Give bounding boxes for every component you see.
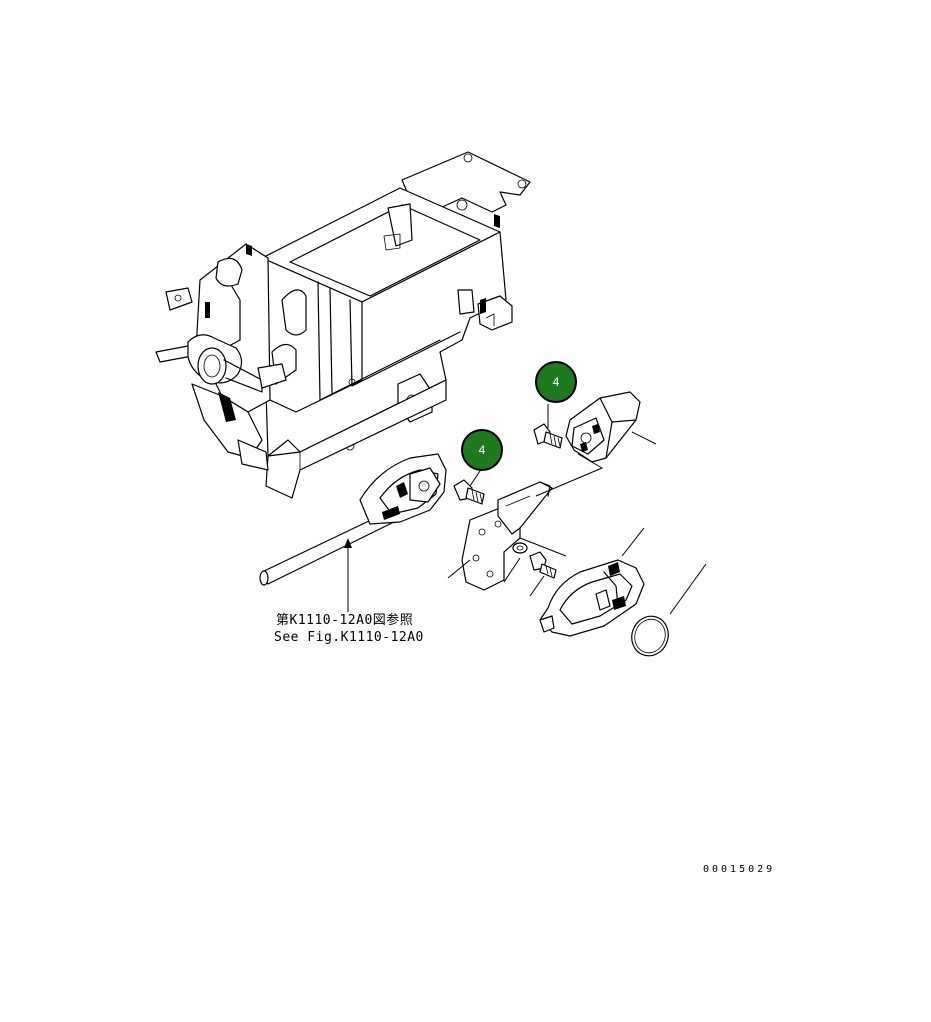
bolt-lower <box>529 551 557 579</box>
control-lever-assembly <box>259 453 447 586</box>
console-frame-assembly <box>155 151 531 499</box>
bolt-item-4-upper <box>533 423 563 449</box>
reference-note-jp: 第K1110-12A0図参照 <box>276 612 413 628</box>
switch-cover <box>565 391 641 463</box>
lever-cover <box>539 559 645 637</box>
callout-number: 4 <box>479 443 486 457</box>
washer <box>512 542 528 554</box>
drawing-number: 00015029 <box>703 864 775 875</box>
o-ring <box>631 615 669 657</box>
bolt-item-4-lower <box>453 479 485 505</box>
callout-bubble-lower: 4 <box>461 429 503 471</box>
callout-number: 4 <box>553 375 560 389</box>
leader-lines <box>344 404 707 615</box>
reference-note-en: See Fig.K1110-12A0 <box>274 630 424 645</box>
callout-bubble-upper: 4 <box>535 361 577 403</box>
